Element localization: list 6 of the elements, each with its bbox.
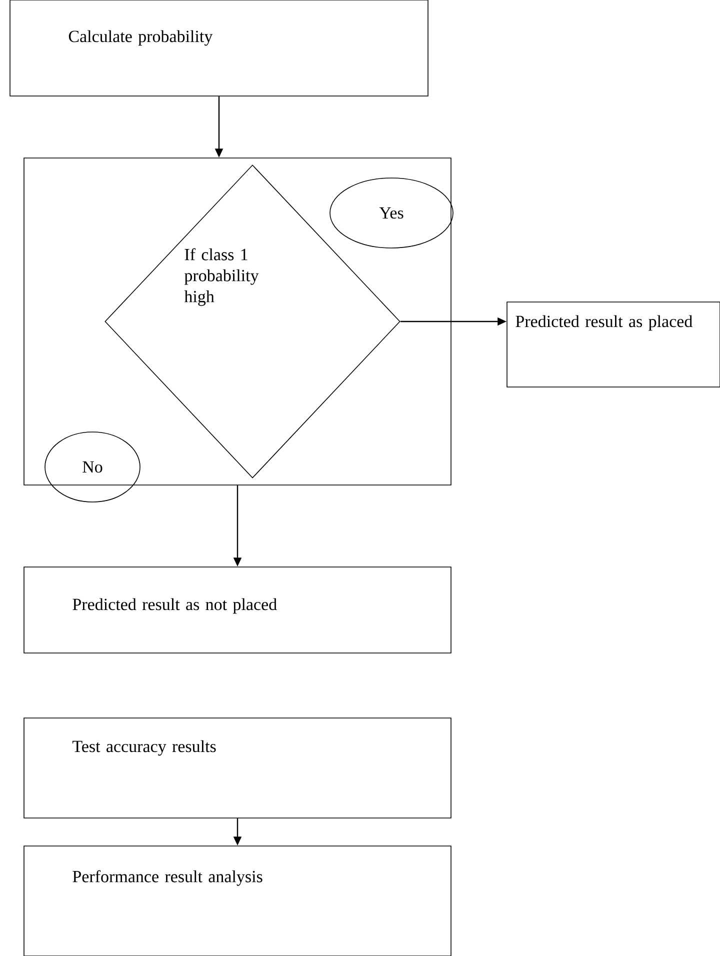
frame-box: [24, 158, 452, 486]
process-box: Performance result analysis: [24, 846, 452, 956]
process-box: Predicted result as placed: [506, 302, 720, 388]
process-box: Calculate probability: [10, 0, 428, 96]
process-box: Test accuracy results: [24, 718, 452, 818]
process-box: Predicted result as not placed: [24, 566, 452, 654]
